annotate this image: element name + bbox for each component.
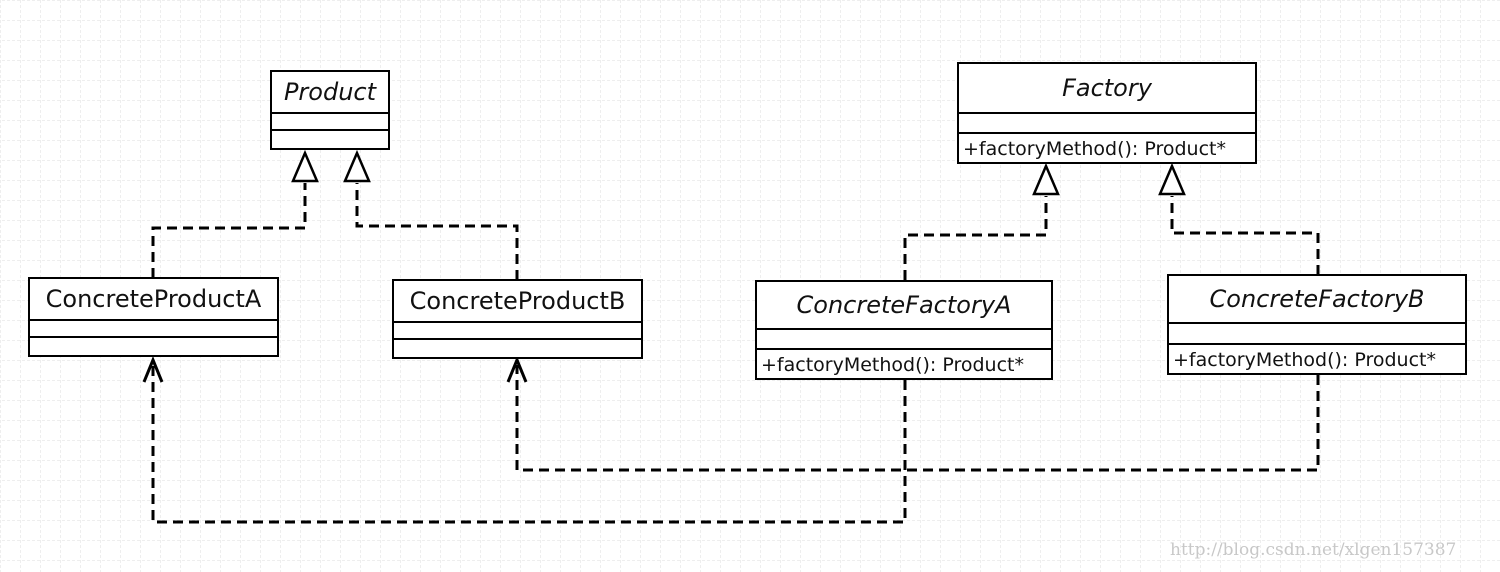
- generalization-arrowhead-a: [291, 149, 319, 183]
- generalization-arrowhead-fa: [1032, 162, 1060, 196]
- class-product-operations: [272, 131, 388, 146]
- class-concrete-product-b-operations: [394, 340, 641, 355]
- class-product: Product: [270, 70, 390, 150]
- class-concrete-product-b-attributes: [394, 323, 641, 340]
- realization-line-b-to-product: [355, 183, 519, 280]
- dependency-line-fa-to-a: [151, 365, 907, 524]
- class-concrete-product-a-attributes: [30, 321, 277, 338]
- class-concrete-factory-b-operation: +factoryMethod(): Product*: [1173, 349, 1436, 371]
- generalization-arrowhead-fb: [1158, 162, 1186, 196]
- class-concrete-factory-b-attributes: [1169, 324, 1465, 345]
- realization-line-a-to-product: [151, 183, 307, 278]
- class-concrete-product-a-operations: [30, 338, 277, 353]
- class-concrete-factory-a-attributes: [757, 330, 1051, 350]
- class-concrete-factory-a-operation: +factoryMethod(): Product*: [761, 354, 1024, 376]
- class-concrete-product-b-name: ConcreteProductB: [394, 281, 641, 323]
- class-factory: Factory +factoryMethod(): Product*: [957, 62, 1257, 164]
- class-concrete-product-b: ConcreteProductB: [392, 279, 643, 359]
- dependency-line-fb-to-b: [515, 365, 1320, 472]
- class-concrete-factory-a-name: ConcreteFactoryA: [757, 282, 1051, 330]
- class-factory-attributes: [959, 114, 1255, 134]
- class-concrete-factory-b: ConcreteFactoryB +factoryMethod(): Produ…: [1167, 274, 1467, 375]
- class-concrete-factory-b-name: ConcreteFactoryB: [1169, 276, 1465, 324]
- class-concrete-factory-a: ConcreteFactoryA +factoryMethod(): Produ…: [755, 280, 1053, 380]
- watermark: http://blog.csdn.net/xlgen157387: [1170, 540, 1457, 560]
- generalization-arrowhead-b: [343, 149, 371, 183]
- class-product-attributes: [272, 114, 388, 131]
- class-concrete-product-a: ConcreteProductA: [28, 277, 279, 357]
- realization-line-fa-to-factory: [903, 196, 1048, 280]
- class-concrete-product-a-name: ConcreteProductA: [30, 279, 277, 321]
- dependency-arrowhead-b: [506, 356, 528, 383]
- class-product-name: Product: [272, 72, 388, 114]
- realization-line-fb-to-factory: [1170, 196, 1320, 275]
- class-factory-name: Factory: [959, 64, 1255, 114]
- dependency-arrowhead-a: [142, 356, 164, 383]
- class-factory-operation: +factoryMethod(): Product*: [963, 138, 1226, 160]
